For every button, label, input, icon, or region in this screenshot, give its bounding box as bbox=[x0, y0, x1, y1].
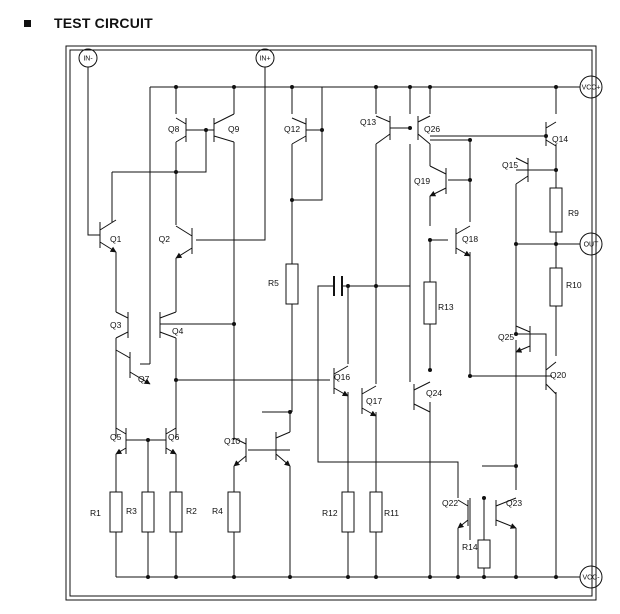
label-q19: Q19 bbox=[414, 176, 430, 186]
pin-in-minus: IN- bbox=[78, 48, 98, 68]
label-r3: R3 bbox=[126, 506, 137, 516]
label-q7: Q7 bbox=[138, 374, 150, 384]
label-q26: Q26 bbox=[424, 124, 440, 134]
pin-vcc-minus-label: VCC- bbox=[582, 575, 600, 582]
label-q25: Q25 bbox=[498, 332, 514, 342]
label-q12: Q12 bbox=[284, 124, 300, 134]
pin-in-plus: IN+ bbox=[255, 48, 275, 68]
bullet-square-icon bbox=[24, 19, 31, 27]
frame-outer bbox=[65, 45, 597, 601]
label-r4: R4 bbox=[212, 506, 223, 516]
frame-inner bbox=[69, 49, 593, 597]
label-q17: Q17 bbox=[366, 396, 382, 406]
label-q2: Q2 bbox=[159, 234, 171, 244]
pin-out-label: OUT bbox=[584, 242, 600, 249]
pin-in-minus-label: IN- bbox=[83, 56, 93, 63]
resistor-symbols bbox=[109, 187, 563, 569]
label-q16: Q16 bbox=[334, 372, 350, 382]
label-q18: Q18 bbox=[462, 234, 478, 244]
label-r1: R1 bbox=[90, 508, 101, 518]
header: TEST CIRCUIT bbox=[24, 12, 153, 34]
capacitor-symbol bbox=[328, 276, 348, 296]
page-title: TEST CIRCUIT bbox=[54, 15, 153, 31]
junction-dots bbox=[146, 85, 558, 579]
label-q22: Q22 bbox=[442, 498, 458, 508]
label-r5: R5 bbox=[268, 278, 279, 288]
label-q20: Q20 bbox=[550, 370, 566, 380]
pin-vcc-plus-label: VCC+ bbox=[582, 85, 601, 92]
label-r9: R9 bbox=[568, 208, 579, 218]
label-q5: Q5 bbox=[110, 432, 122, 442]
label-r13: R13 bbox=[438, 302, 454, 312]
label-q14: Q14 bbox=[552, 134, 568, 144]
label-q24: Q24 bbox=[426, 388, 442, 398]
label-q9: Q9 bbox=[228, 124, 240, 134]
label-q3: Q3 bbox=[110, 320, 122, 330]
label-r12: R12 bbox=[322, 508, 338, 518]
label-q6: Q6 bbox=[168, 432, 180, 442]
label-q4: Q4 bbox=[172, 326, 184, 336]
label-q15: Q15 bbox=[502, 160, 518, 170]
label-r11: R11 bbox=[384, 508, 399, 518]
pin-vcc-minus: VCC- bbox=[579, 565, 603, 589]
label-q1: Q1 bbox=[110, 234, 122, 244]
label-q10: Q10 bbox=[224, 436, 240, 446]
pin-in-plus-label: IN+ bbox=[259, 56, 270, 63]
pin-vcc-plus: VCC+ bbox=[579, 75, 603, 99]
component-labels: Q1 Q2 Q3 Q4 Q5 Q6 Q7 Q8 Q9 Q10 Q12 Q13 Q… bbox=[90, 117, 582, 552]
pin-out: OUT bbox=[579, 232, 603, 256]
label-r2: R2 bbox=[186, 506, 197, 516]
label-q8: Q8 bbox=[168, 124, 180, 134]
label-r14: R14 bbox=[462, 542, 478, 552]
label-q23: Q23 bbox=[506, 498, 522, 508]
label-r10: R10 bbox=[566, 280, 582, 290]
transistor-symbols bbox=[99, 113, 557, 528]
label-q13: Q13 bbox=[360, 117, 376, 127]
pins: IN- IN+ VCC+ OUT VCC- bbox=[78, 48, 603, 589]
